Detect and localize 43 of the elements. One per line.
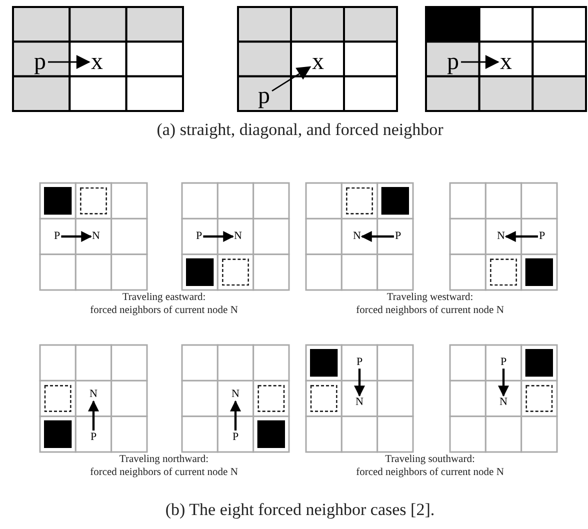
node-letter: p <box>447 50 459 74</box>
arrow <box>504 231 538 242</box>
node-letter: N <box>232 389 240 400</box>
node-letter: N <box>353 231 361 242</box>
arrow <box>61 231 92 242</box>
node-letter: N <box>90 389 98 400</box>
panel-caption: forced neighbors of current node N <box>90 305 238 317</box>
node-letter: P <box>538 231 546 242</box>
panel-caption: forced neighbors of current node N <box>90 467 238 479</box>
node-letter: P <box>54 231 60 242</box>
node-letter: N <box>500 396 508 408</box>
node-letter: N <box>92 231 100 242</box>
node-letter: P <box>500 356 507 368</box>
node-letter: P <box>90 432 97 443</box>
node-letter: P <box>232 432 239 443</box>
arrow <box>203 231 234 242</box>
panel-caption: Traveling westward: <box>386 292 474 304</box>
node-letter: p <box>34 50 46 74</box>
node-letter: P <box>196 231 202 242</box>
node-letter: p <box>258 84 270 108</box>
arrow <box>272 66 312 92</box>
node-letter: P <box>394 231 402 242</box>
node-letter: P <box>356 356 363 368</box>
node-letter: x <box>91 50 103 74</box>
arrow <box>48 55 90 69</box>
panel-caption: forced neighbors of current node N <box>356 305 504 317</box>
panel-caption: Traveling northward: <box>119 454 209 466</box>
panel-caption: Traveling southward: <box>385 454 475 466</box>
panel-caption: forced neighbors of current node N <box>356 467 504 479</box>
arrow <box>461 55 500 69</box>
arrow <box>230 400 241 431</box>
arrow <box>88 400 99 431</box>
arrow <box>360 231 394 242</box>
arrow <box>354 368 365 397</box>
panel-caption: Traveling eastward: <box>122 292 206 304</box>
node-letter: x <box>500 50 512 74</box>
figure-caption: (a) straight, diagonal, and forced neighbor <box>156 121 444 140</box>
node-letter: N <box>356 396 364 408</box>
arrow <box>498 368 509 397</box>
node-letter: N <box>497 231 505 242</box>
node-letter: N <box>234 231 242 242</box>
figure-caption: (b) The eight forced neighbor cases [2]. <box>165 501 435 520</box>
node-letter: x <box>312 50 324 74</box>
